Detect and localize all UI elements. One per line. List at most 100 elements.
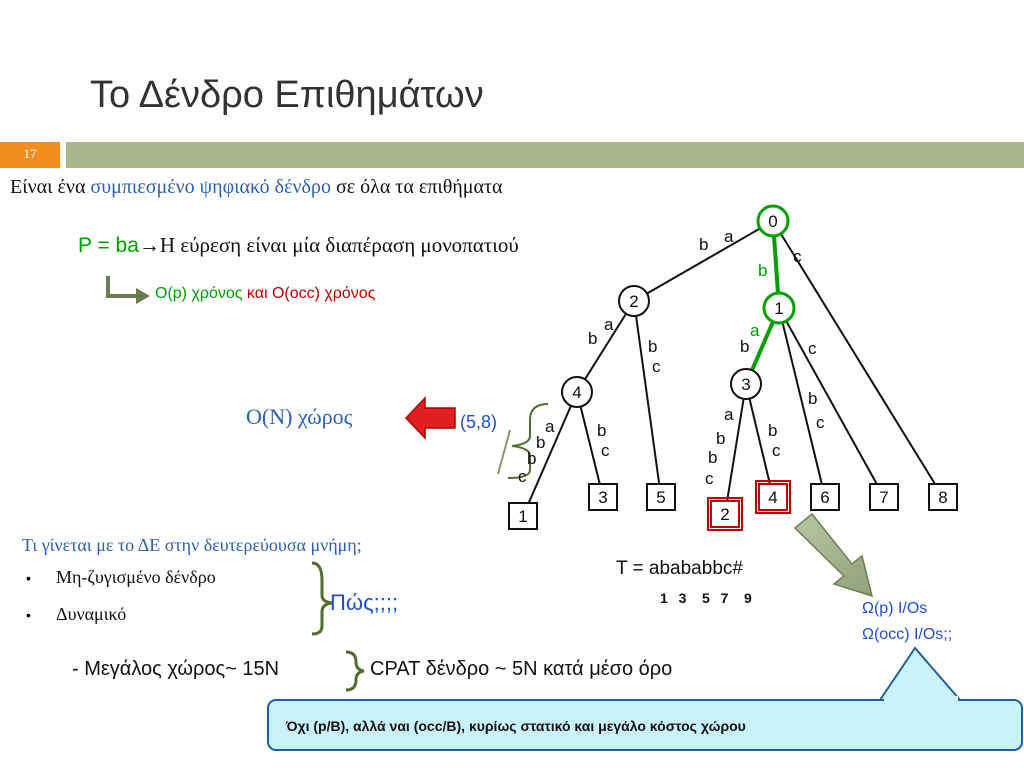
- complexity-line: O(p) χρόνος και O(occ) χρόνος: [155, 285, 375, 303]
- edge-label-b: b: [699, 235, 708, 254]
- edge-label-b: b: [740, 337, 749, 356]
- edge-label-a: a: [604, 315, 614, 334]
- tree-edge-4-L3: [576, 391, 604, 498]
- tree-edge-3-L4: [745, 383, 774, 498]
- intro-highlight: συμπιεσμένο ψηφιακό δένδρο: [90, 176, 331, 198]
- tree-leaf-L2: 2: [707, 497, 743, 531]
- pattern-arrow: →: [138, 234, 160, 257]
- tree-node-label: 7: [879, 488, 888, 507]
- tree-node-label: 2: [629, 292, 638, 311]
- tree-edge-0-L8: [772, 220, 944, 498]
- interval-label: (5,8): [460, 412, 498, 432]
- edge-label-c: c: [772, 441, 781, 460]
- return-arrow-head-icon: [136, 288, 150, 304]
- tree-node-label: 8: [938, 488, 947, 507]
- space-brace-icon: [345, 650, 365, 692]
- intro-line: Είναι ένα συμπιεσμένο ψηφιακό δένδρο σε …: [10, 176, 502, 199]
- interval-brace-icon: [507, 403, 549, 479]
- tree-node-label: 3: [598, 488, 607, 507]
- text-positions: 1 3 5 7 9: [660, 590, 753, 606]
- edge-label-a: a: [750, 321, 760, 340]
- title-divider-band: [66, 142, 1024, 168]
- time-p: O(p) χρόνος: [155, 285, 243, 302]
- bullet-item-dynamic: Δυναμικό: [56, 604, 127, 624]
- edge-label-c: c: [518, 467, 527, 486]
- omega-occ-io: Ω(occ) I/Os;;: [862, 626, 953, 643]
- tree-node-label: 1: [774, 299, 783, 318]
- intro-pre: Είναι ένα: [10, 176, 91, 198]
- edge-label-b: b: [758, 261, 767, 280]
- edge-label-a: a: [724, 405, 734, 424]
- tree-leaf-L7: 7: [869, 483, 899, 511]
- edge-label-b: b: [597, 421, 606, 440]
- tree-edge-3-L2: [724, 383, 747, 515]
- pattern-text: Η εύρεση είναι μία διαπέραση μονοπατιού: [159, 233, 519, 257]
- edge-label-b: b: [648, 337, 657, 356]
- tree-node-label: 4: [572, 383, 581, 402]
- pattern-line: P = ba→Η εύρεση είναι μία διαπέραση μονο…: [78, 233, 519, 258]
- tree-node-label: 0: [768, 212, 777, 231]
- text-T-label: T = abababbc#: [616, 558, 743, 579]
- slide-number-badge: 17: [0, 142, 60, 168]
- tree-edge-2-L5: [633, 300, 662, 498]
- edge-label-c: c: [705, 469, 714, 488]
- red-left-arrow-icon: [404, 396, 456, 440]
- edge-label-b: b: [808, 389, 817, 408]
- callout-text: Όχι (p/B), αλλά ναι (occ/B), κυρίως στατ…: [286, 718, 746, 734]
- tree-node-4: 4: [561, 376, 593, 408]
- callout-joint: [884, 696, 958, 704]
- edge-label-c: c: [793, 247, 802, 266]
- edge-label-b: b: [768, 421, 777, 440]
- edge-label-c: c: [808, 339, 817, 358]
- edge-label-c: c: [816, 413, 825, 432]
- how-brace-icon: [311, 561, 333, 636]
- callout-pointer-icon: [878, 646, 963, 701]
- big-space-line: - Μεγάλος χώρος~ 15N: [72, 658, 280, 680]
- tree-leaf-L8: 8: [928, 483, 958, 511]
- slide-number: 17: [23, 146, 37, 161]
- omega-pointer-arrow-icon: [793, 512, 874, 598]
- tree-edge-1-L6: [778, 307, 826, 498]
- tree-leaf-L5: 5: [646, 483, 676, 511]
- cpat-line: CPAT δένδρο ~ 5N κατά μέσο όρο: [370, 658, 673, 680]
- tree-node-label: 5: [656, 488, 665, 507]
- edge-label-c: c: [601, 441, 610, 460]
- tree-edge-1-L7: [778, 307, 885, 498]
- edge-label-a: a: [724, 227, 734, 246]
- tree-node-1: 1: [762, 291, 796, 325]
- tree-node-label: 3: [741, 375, 750, 394]
- bullet-dot-2: •: [26, 607, 31, 623]
- tree-node-label: 6: [820, 488, 829, 507]
- tree-node-label: 4: [768, 488, 777, 507]
- tree-leaf-L6: 6: [810, 483, 840, 511]
- tree-node-label: 1: [518, 507, 527, 526]
- interval-brace-tail-icon: [497, 429, 511, 475]
- edge-label-a: a: [545, 417, 555, 436]
- tree-edge-4-L1: [522, 391, 578, 517]
- tree-node-3: 3: [730, 368, 762, 400]
- intro-post: σε όλα τα επιθήματα: [330, 176, 503, 198]
- edge-label-b: b: [588, 329, 597, 348]
- tree-edge-2-4: [576, 300, 635, 393]
- edge-label-c: c: [652, 357, 661, 376]
- edge-label-b: b: [527, 449, 536, 468]
- tree-node-0: 0: [756, 204, 790, 238]
- callout-box: [267, 699, 1023, 751]
- edge-label-b: b: [716, 429, 725, 448]
- tree-edge-0-2: [633, 220, 774, 302]
- space-note: O(N) χώρος: [246, 404, 353, 429]
- secondary-memory-question: Τι γίνεται με το ΔΕ στην δευτερεύουσα μν…: [22, 535, 362, 555]
- slide-title: Το Δένδρο Επιθημάτων: [90, 74, 484, 116]
- tree-leaf-L3: 3: [588, 483, 618, 511]
- edge-label-b: b: [536, 433, 545, 452]
- tree-leaf-L1: 1: [508, 502, 538, 530]
- how-question: Πώς;;;;: [330, 590, 399, 615]
- tree-nodes: 0 2 1 4 3 1 3 5 2 4 6 7 8: [508, 204, 958, 531]
- bullet-item-unbalanced: Μη-ζυγισμένο δένδρο: [56, 567, 216, 587]
- omega-p-io: Ω(p) I/Os: [862, 600, 928, 617]
- tree-node-2: 2: [618, 285, 650, 317]
- edge-label-b: b: [708, 448, 717, 467]
- return-arrow-icon: [106, 276, 138, 298]
